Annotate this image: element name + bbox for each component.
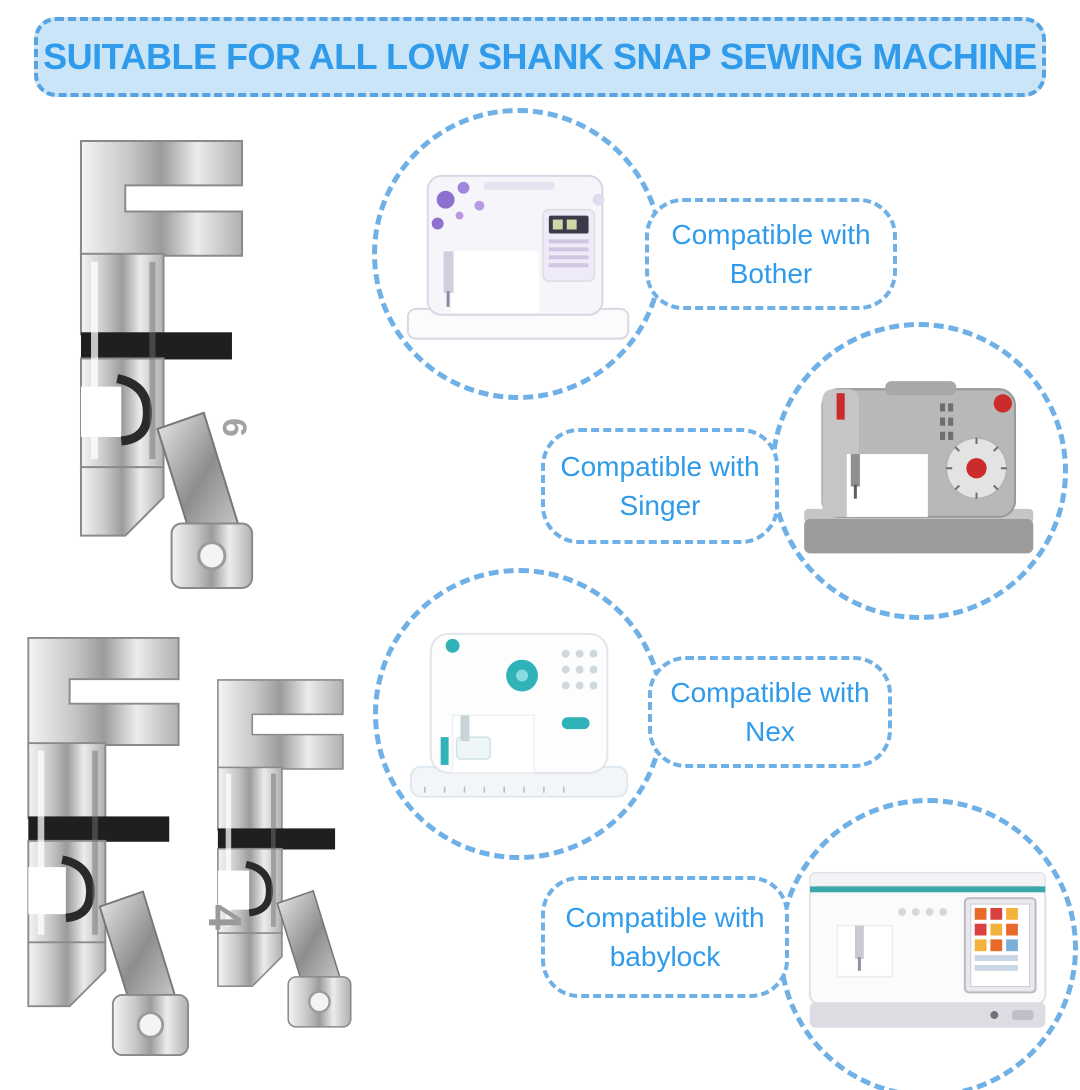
foot-size-marking-4: 4: [198, 904, 251, 930]
machine-photo-bother: [372, 108, 664, 400]
presser-foot-illustration: [27, 636, 189, 1056]
compat-label-babylock: Compatible with babylock: [541, 876, 789, 998]
compat-line2: babylock: [609, 941, 721, 972]
compat-label-singer: Compatible with Singer: [541, 428, 779, 544]
sewing-machine-illustration-computerized: [809, 871, 1047, 1028]
compat-line2: Nex: [745, 716, 795, 747]
compat-line2: Singer: [619, 490, 701, 521]
sewing-machine-illustration-gray: [804, 380, 1034, 554]
presser-foot-photo-top: [52, 135, 270, 593]
presser-foot-illustration: [217, 679, 352, 1028]
sewing-machine-illustration-floral: [406, 174, 630, 340]
presser-foot-illustration: [79, 140, 254, 589]
compat-label-nex: Compatible with Nex: [648, 656, 892, 768]
foot-size-marking-6: 6: [214, 418, 253, 437]
compat-line1: Compatible with: [671, 218, 871, 250]
sewing-machine-illustration-teal: [409, 632, 629, 798]
machine-photo-singer: [770, 322, 1068, 620]
tension-knob: [994, 393, 1013, 413]
power-button: [561, 716, 590, 729]
presser-foot-photo-bottom-left: [2, 596, 204, 1090]
machine-photo-nex: [373, 568, 665, 860]
compat-line2: Bother: [729, 258, 813, 289]
compat-line1: Compatible with: [670, 676, 870, 708]
thread-lever: [836, 392, 845, 420]
banner: SUITABLE FOR ALL LOW SHANK SNAP SEWING M…: [34, 17, 1046, 97]
compat-line1: Compatible with: [565, 901, 765, 933]
banner-title: SUITABLE FOR ALL LOW SHANK SNAP SEWING M…: [43, 36, 1037, 77]
machine-photo-babylock: [778, 798, 1078, 1090]
compat-label-bother: Compatible with Bother: [645, 198, 897, 310]
presser-foot-photo-bottom-right: [196, 610, 364, 1090]
compat-line1: Compatible with: [560, 450, 760, 482]
